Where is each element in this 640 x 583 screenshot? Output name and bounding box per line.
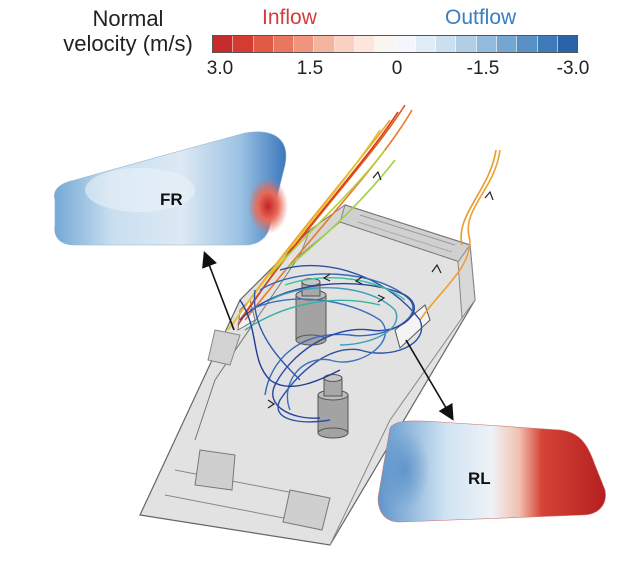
legend-title: Normal velocity (m/s) [58, 6, 198, 56]
rl-panel-label: RL [468, 469, 491, 488]
streamlines-inflow [227, 104, 501, 331]
arrow-to-rl-panel [405, 339, 454, 421]
color-bar [212, 35, 578, 53]
colorbar-tick-1: 3.0 [206, 58, 234, 79]
colorbar-tick-4: -1.5 [466, 58, 500, 79]
colorbar-tick-5: -3.0 [556, 58, 590, 79]
inflow-label: Inflow [262, 6, 317, 29]
flow-direction-markers [267, 170, 494, 409]
streamlines-recirculation [239, 264, 423, 423]
outflow-label: Outflow [445, 6, 517, 29]
occupant-rear [317, 374, 349, 439]
colorbar-tick-2: 1.5 [296, 58, 324, 79]
legend-title-line2: velocity (m/s) [63, 31, 193, 56]
fr-panel-label: FR [160, 190, 183, 209]
panel-rear-left: RL [377, 420, 606, 523]
arrow-to-fr-panel [202, 251, 235, 331]
panel-front-right: FR [54, 131, 288, 246]
colorbar-tick-3: 0 [391, 58, 403, 79]
occupant-front [295, 278, 327, 346]
legend-title-line1: Normal [92, 6, 164, 31]
